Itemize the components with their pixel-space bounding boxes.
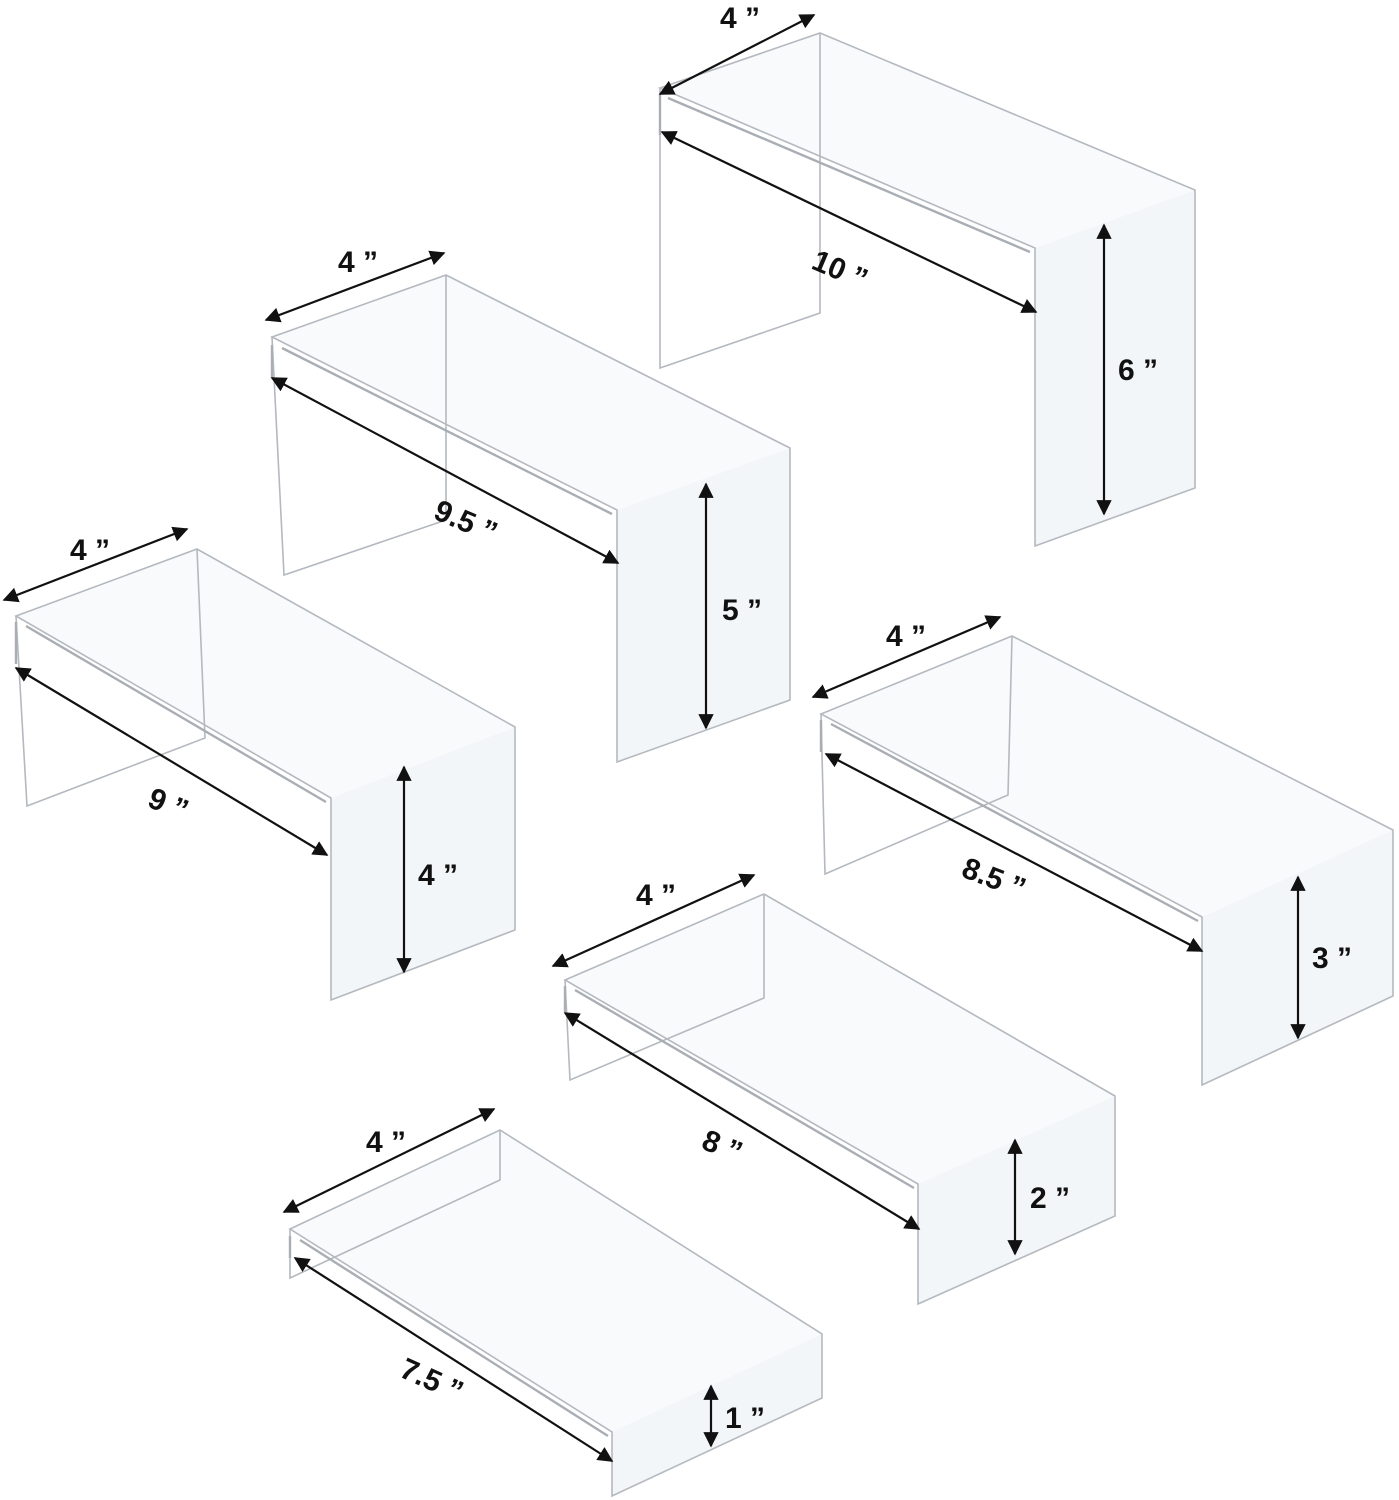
- riser-9in: 4 ” 9 ” 4 ”: [2, 526, 516, 1002]
- riser-8in: 4 ” 8 ” 2 ”: [551, 873, 1116, 1306]
- riser-8in-height-label: 2 ”: [1030, 1182, 1070, 1215]
- riser-9-5in: 4 ” 9.5 ” 5 ”: [264, 246, 791, 764]
- riser-9in-length-label: 9 ”: [143, 782, 192, 828]
- riser-7-5in-width-label: 4 ”: [366, 1126, 406, 1159]
- riser-10in: 4 ” 10 ” 6 ”: [657, 2, 1196, 548]
- riser-9in-width-label: 4 ”: [70, 534, 110, 567]
- riser-7-5in-height-label: 1 ”: [725, 1402, 765, 1435]
- riser-9in-height-label: 4 ”: [418, 859, 458, 892]
- riser-8-5in: 4 ” 8.5 ” 3 ”: [811, 615, 1394, 1087]
- riser-8in-length-label: 8 ”: [697, 1124, 746, 1170]
- riser-8in-width-label: 4 ”: [636, 879, 676, 912]
- riser-8-5in-height-label: 3 ”: [1312, 942, 1352, 975]
- riser-10in-width-label: 4 ”: [720, 2, 760, 35]
- riser-8-5in-length-label: 8.5 ”: [957, 852, 1030, 906]
- riser-10in-length-label: 10 ”: [807, 244, 872, 297]
- riser-9-5in-height-label: 5 ”: [722, 594, 762, 627]
- riser-9-5in-length-label: 9.5 ”: [429, 494, 502, 550]
- riser-7-5in: 4 ” 7.5 ” 1 ”: [282, 1108, 823, 1498]
- riser-8-5in-width-label: 4 ”: [886, 620, 926, 653]
- riser-10in-height-label: 6 ”: [1118, 354, 1158, 387]
- riser-9-5in-width-label: 4 ”: [338, 246, 378, 279]
